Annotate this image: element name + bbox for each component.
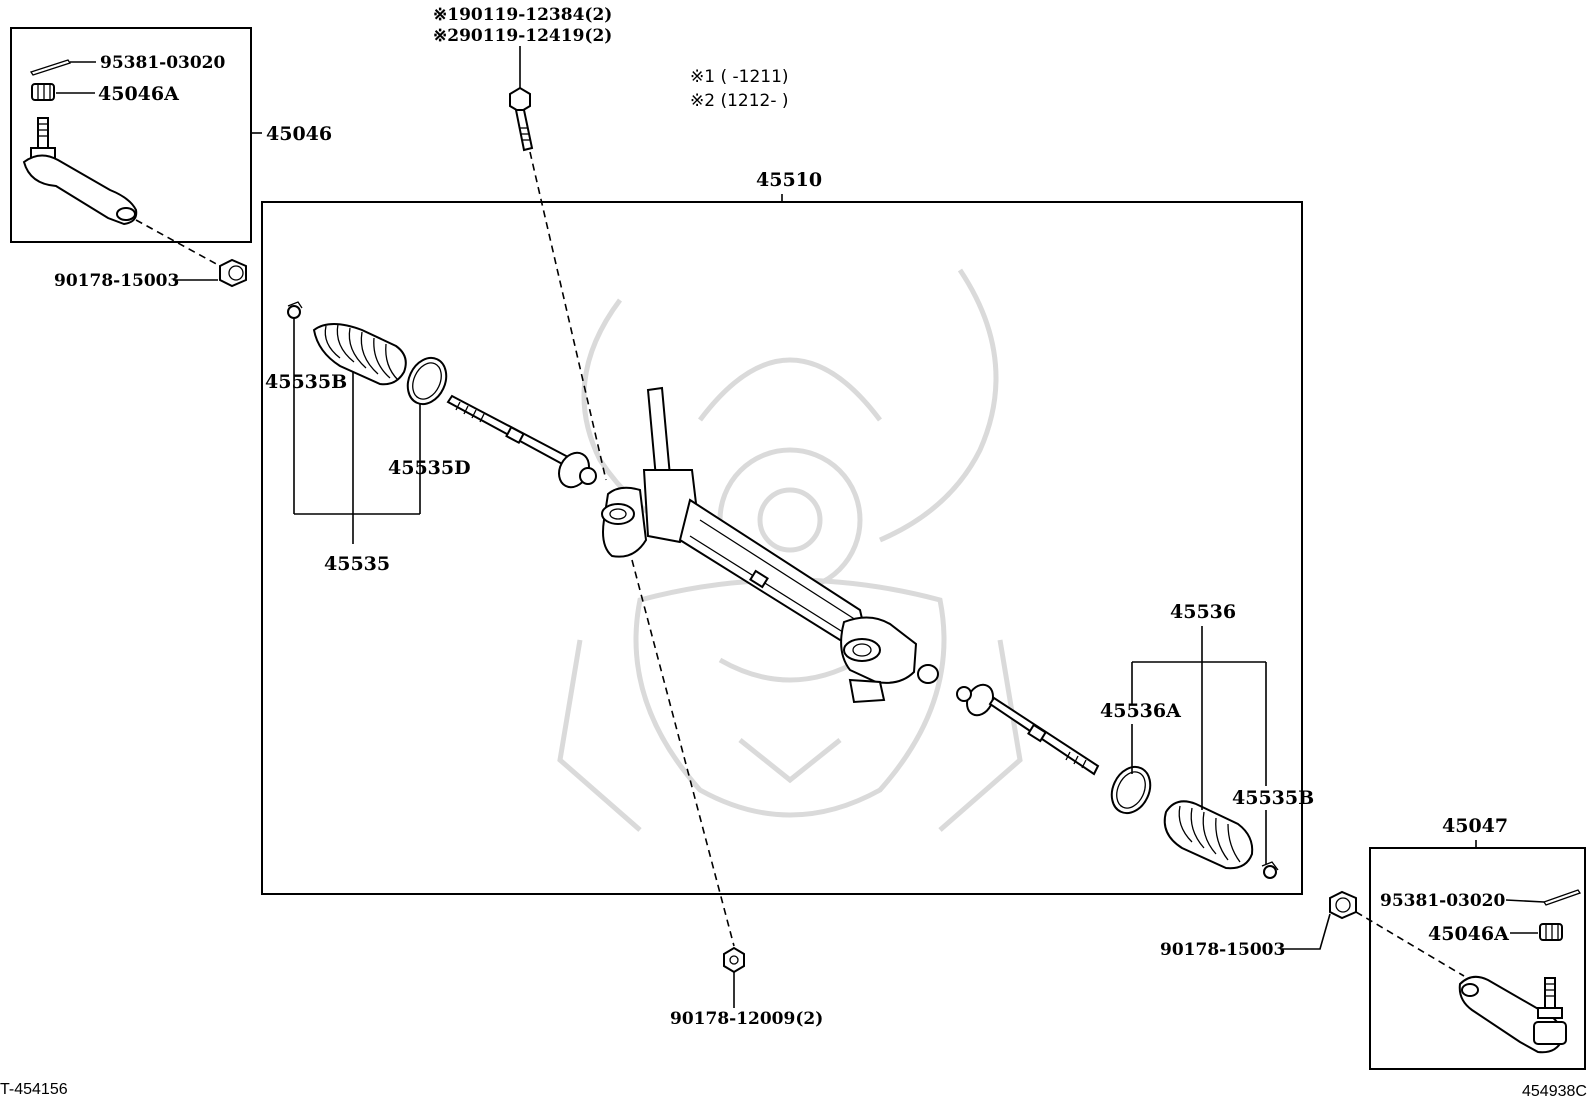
label-cotter-pin-right: 95381-03020 bbox=[1380, 891, 1506, 911]
boot-clip-right-icon bbox=[1261, 861, 1279, 879]
label-cotter-pin-left: 95381-03020 bbox=[100, 53, 226, 73]
castle-nut-icon bbox=[1539, 923, 1563, 941]
label-tie-rod-end-left: 45046 bbox=[266, 123, 332, 145]
left-tie-rod-end-inset bbox=[10, 27, 262, 243]
production-note-2: ※2 (1212- ) bbox=[690, 91, 789, 111]
boot-clamp-right-icon bbox=[1110, 765, 1152, 815]
tie-rod-end-right-icon bbox=[1458, 975, 1567, 1054]
label-nut-left: 45046A bbox=[98, 83, 179, 105]
boot-clip-left-icon bbox=[287, 301, 303, 319]
illustration-id-right: 454938C bbox=[1522, 1083, 1587, 1099]
right-tie-rod-end-inset bbox=[1369, 840, 1586, 1070]
cotter-pin-icon bbox=[1542, 889, 1582, 906]
gear-mount-bolt-icon bbox=[509, 86, 534, 152]
lock-nut-right-icon bbox=[1329, 890, 1357, 920]
steering-rack-boot-left-icon bbox=[312, 323, 407, 386]
gear-mount-nut-icon bbox=[723, 946, 745, 974]
production-note-1: ※1 ( -1211) bbox=[690, 67, 789, 87]
label-lock-nut-left: 90178-15003 bbox=[54, 271, 179, 291]
label-lock-nut-right: 90178-15003 bbox=[1160, 940, 1285, 960]
label-nut-right: 45046A bbox=[1428, 923, 1509, 945]
label-boot-clamp-left: 45535D bbox=[388, 457, 471, 479]
tie-rod-end-left-icon bbox=[22, 117, 138, 226]
label-gear-assembly: 45510 bbox=[756, 169, 822, 191]
watermark-emblem bbox=[557, 268, 1023, 832]
inner-tie-rod-right-icon bbox=[956, 683, 1100, 776]
illustration-id-left: T-454156 bbox=[0, 1081, 68, 1098]
lock-nut-left-icon bbox=[219, 258, 247, 288]
steering-rack-boot-right-icon bbox=[1163, 800, 1254, 870]
steering-rack-housing-icon bbox=[601, 386, 939, 704]
label-boot-clip-left: 45535B bbox=[265, 371, 347, 393]
label-boot-clamp-right: 45536A bbox=[1100, 700, 1181, 722]
cotter-pin-icon bbox=[29, 59, 72, 76]
boot-clamp-left-icon bbox=[406, 356, 448, 406]
inner-tie-rod-left-icon bbox=[446, 394, 597, 489]
label-boot-set-right: 45536 bbox=[1170, 601, 1236, 623]
bolt-label-variant-1: ※190119-12384(2) bbox=[433, 5, 612, 25]
label-boot-set-left: 45535 bbox=[324, 553, 390, 575]
label-boot-clip-right: 45535B bbox=[1232, 787, 1314, 809]
castle-nut-icon bbox=[31, 83, 55, 101]
label-bottom-nut: 90178-12009(2) bbox=[670, 1009, 823, 1029]
bolt-label-variant-2: ※290119-12419(2) bbox=[433, 26, 612, 46]
label-tie-rod-end-right: 45047 bbox=[1442, 815, 1508, 837]
